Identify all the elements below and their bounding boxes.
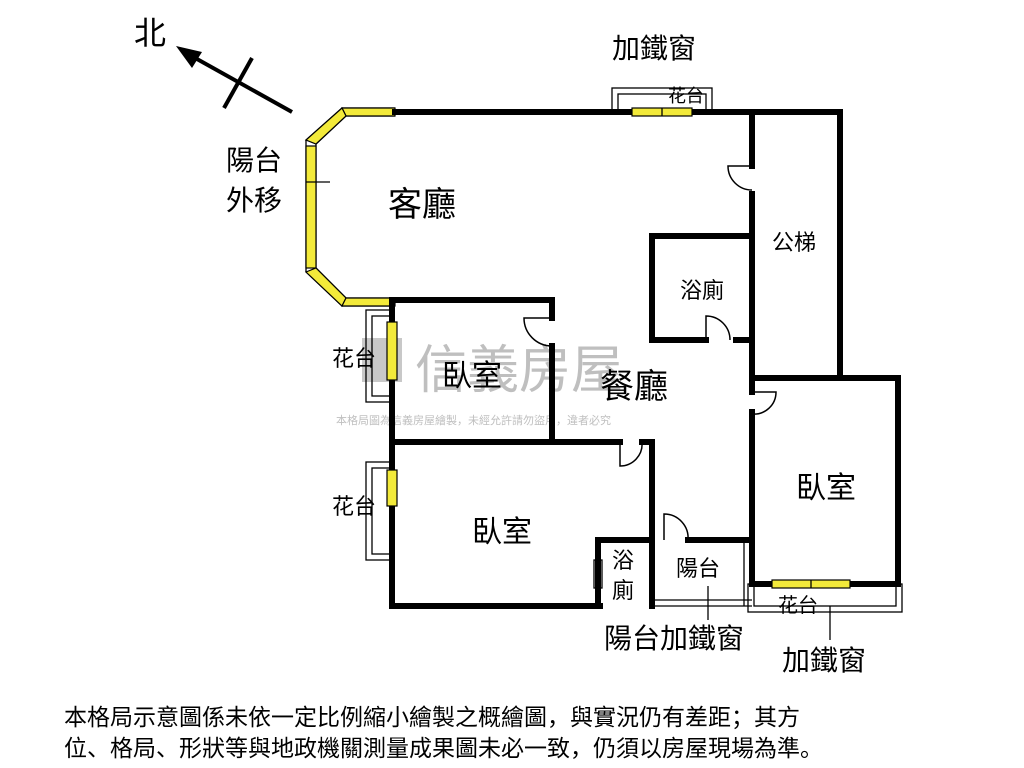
label-bedroom-small: 臥室 xyxy=(442,359,502,394)
bay-window-bottom xyxy=(341,297,396,307)
planter-outlines xyxy=(365,87,903,613)
label-stair: 公梯 xyxy=(772,231,816,256)
label-bathroom-small-1: 浴 xyxy=(612,549,634,574)
bay-window-left xyxy=(305,145,317,269)
north-arrow-head xyxy=(176,46,202,68)
label-iron-window-bottom: 加鐵窗 xyxy=(782,644,866,677)
disclaimer-line-2: 位、格局、形狀等與地政機關測量成果圖未必一致，仍須以房屋現場為準。 xyxy=(64,736,823,762)
label-balcony-small: 陽台 xyxy=(676,557,720,582)
bay-window-diag-top xyxy=(304,107,347,145)
label-bedroom-right: 臥室 xyxy=(796,471,856,506)
north-arrow: 北 xyxy=(134,14,293,114)
label-bedroom-mid: 臥室 xyxy=(472,515,532,550)
bay-balcony xyxy=(304,107,396,307)
watermark-notice: 本格局圖為信義房屋繪製，未經允許請勿盜用，違者必究 xyxy=(336,413,611,427)
bay-window-top xyxy=(341,107,396,117)
north-arrow-tick xyxy=(222,57,254,109)
north-label: 北 xyxy=(134,14,166,52)
label-dining-room: 餐廳 xyxy=(600,367,668,407)
label-bathroom-small-2: 廁 xyxy=(612,579,634,604)
label-planter-left-lower: 花台 xyxy=(332,495,376,520)
windows xyxy=(386,107,851,589)
label-bathroom-small: 浴 廁 xyxy=(612,549,641,604)
disclaimer-line-1: 本格局示意圖係未依一定比例縮小繪製之概繪圖，與實況仍有差距；其方 xyxy=(64,705,800,731)
bay-window-diag-bottom xyxy=(304,267,347,307)
label-living-room: 客廳 xyxy=(388,185,456,225)
label-bathroom-top: 浴廁 xyxy=(680,279,724,304)
disclaimer: 本格局示意圖係未依一定比例縮小繪製之概繪圖，與實況仍有差距；其方 位、格局、形狀… xyxy=(64,703,964,765)
watermark: 信義房屋 本格局圖為信義房屋繪製，未經允許請勿盜用，違者必究 xyxy=(336,338,623,427)
label-planter-left-upper: 花台 xyxy=(332,347,376,372)
label-iron-window-top: 加鐵窗 xyxy=(612,32,696,65)
doors xyxy=(523,165,777,541)
label-planter-bottom: 花台 xyxy=(778,593,818,617)
window-small-bedroom xyxy=(386,321,398,381)
label-balcony-iron-window: 陽台加鐵窗 xyxy=(604,622,744,655)
label-balcony-left-1: 陽台 xyxy=(226,144,282,177)
label-balcony-left-2: 外移 xyxy=(226,184,282,217)
watermark-brand: 信義房屋 xyxy=(415,341,623,401)
room-labels: 客廳 餐廳 浴廁 公梯 臥室 臥室 臥室 浴 廁 陽台 陽台 外移 花台 花台 … xyxy=(226,32,866,677)
label-planter-top: 花台 xyxy=(668,86,704,107)
window-mid-bedroom xyxy=(386,469,398,507)
